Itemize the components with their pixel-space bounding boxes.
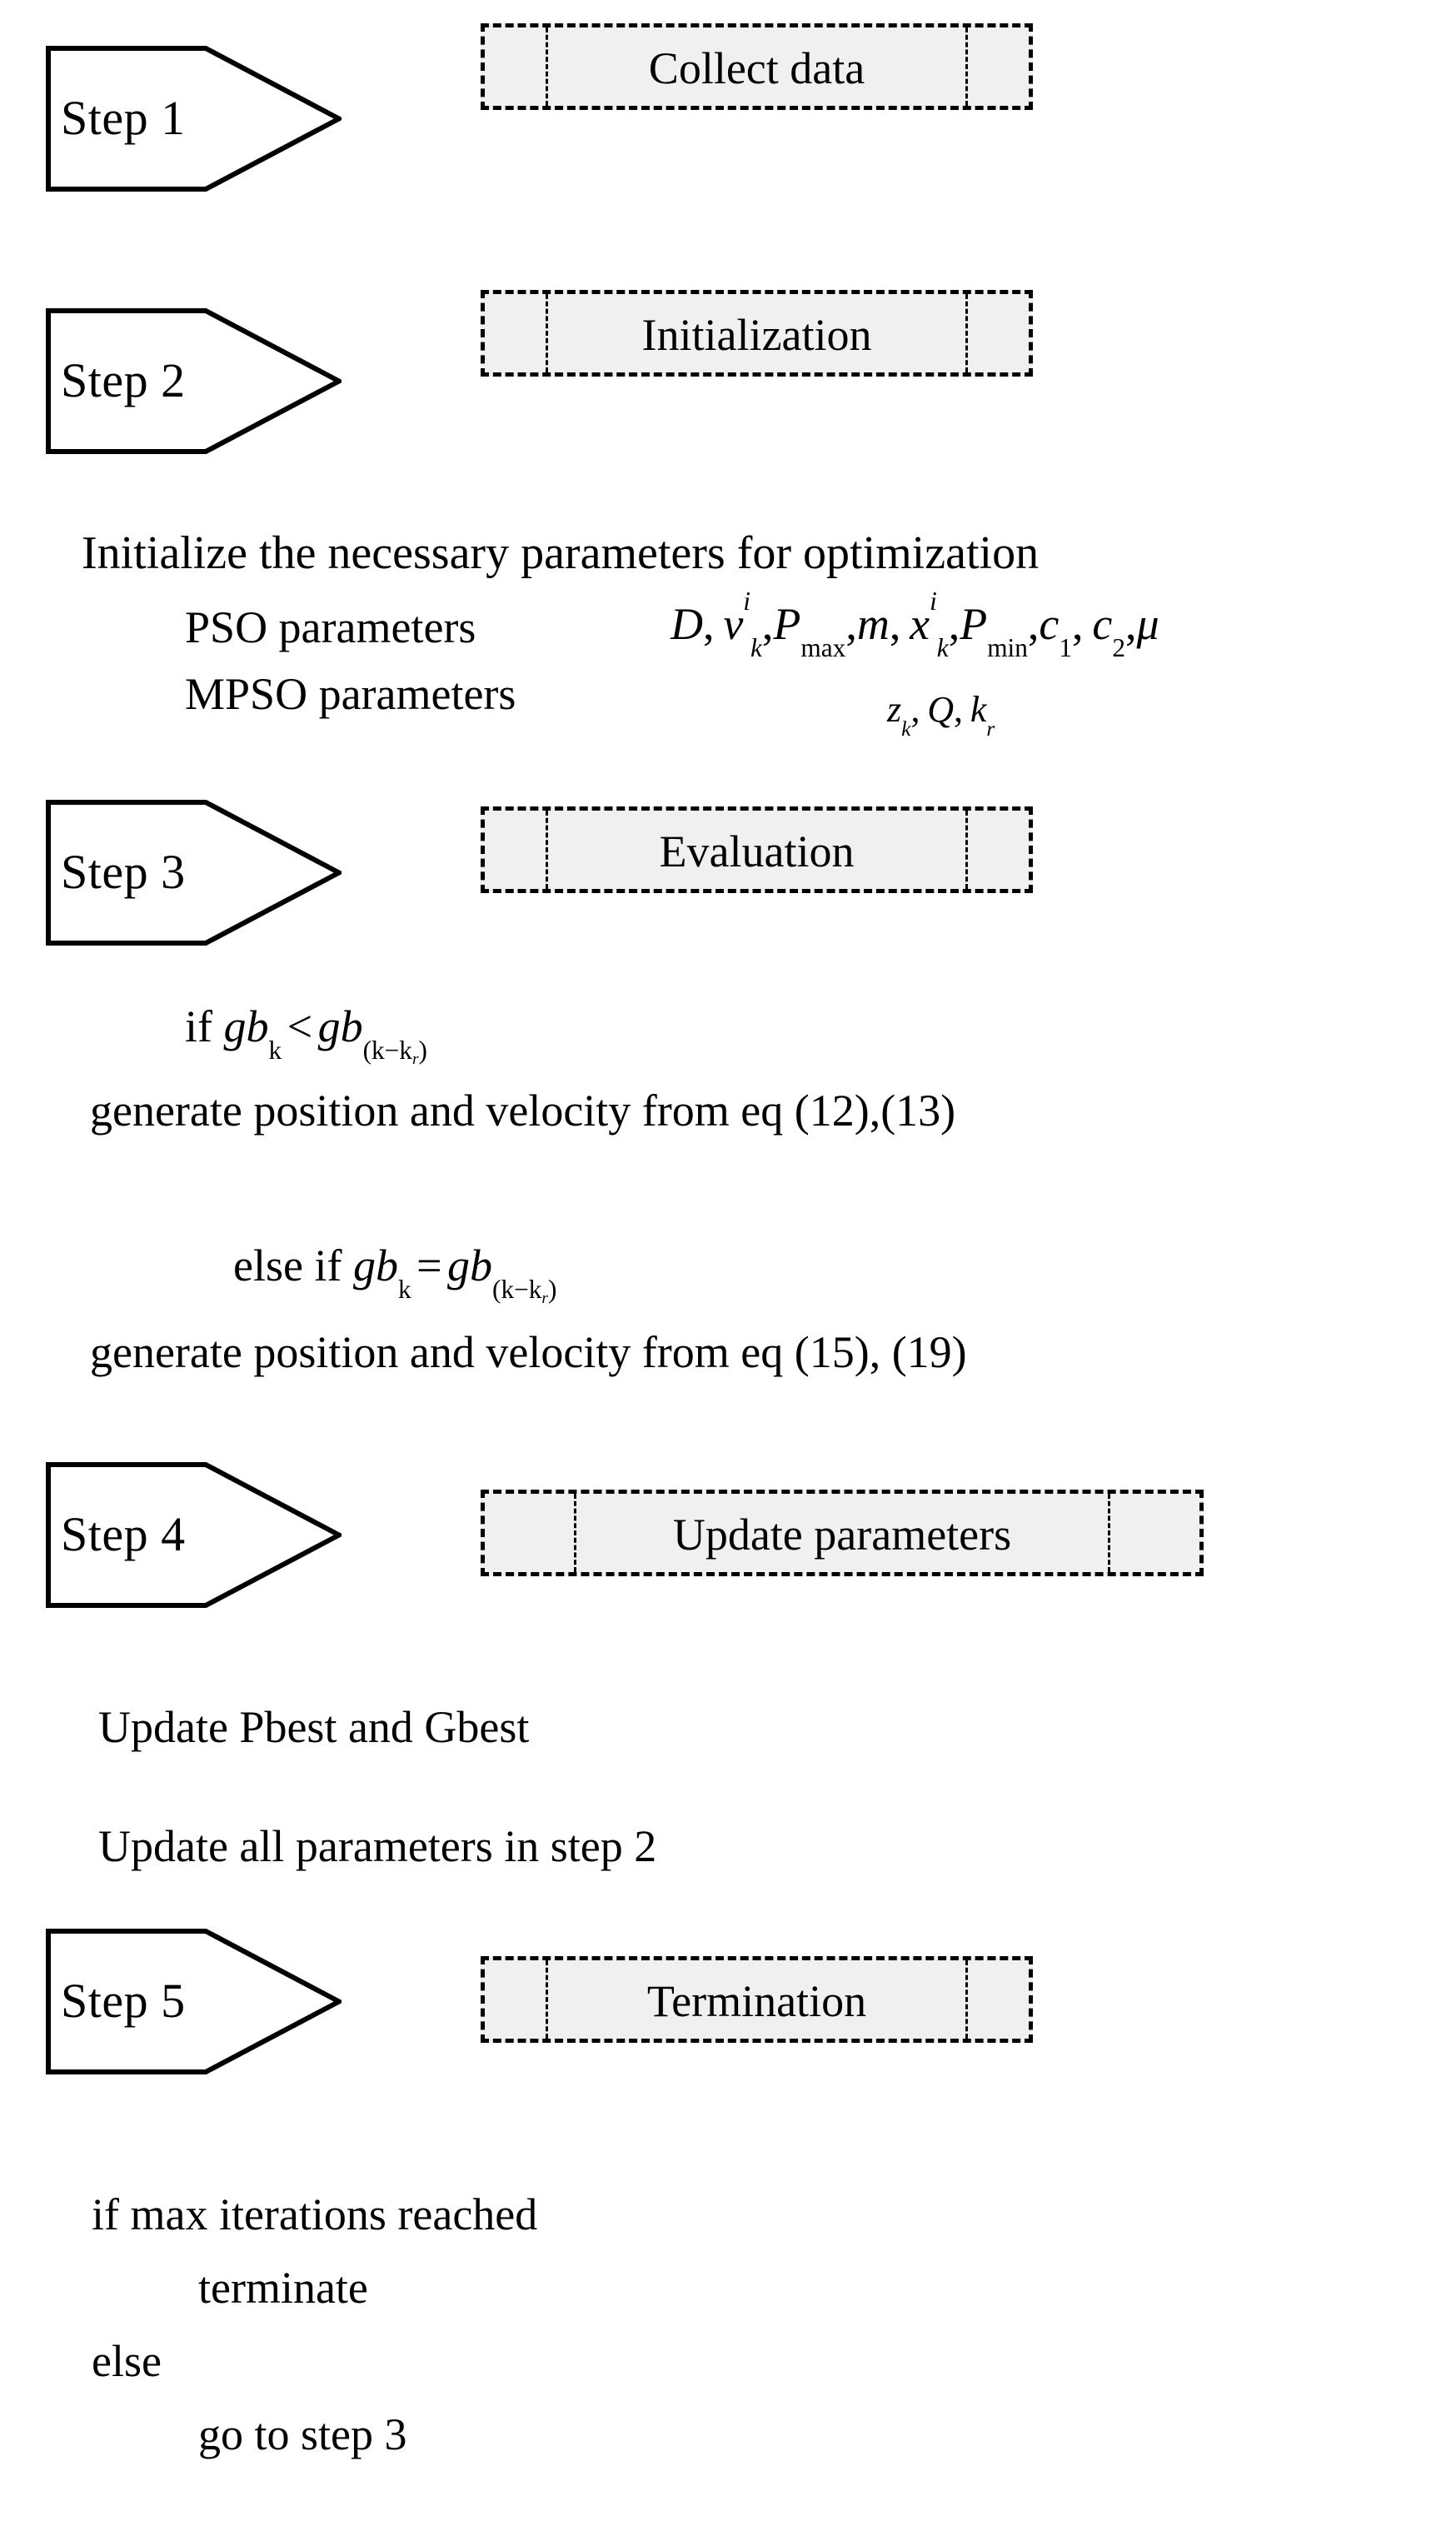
if-keyword: if xyxy=(185,1001,224,1051)
step-arrow-label: Step 1 xyxy=(61,90,186,145)
chevron-arrow-icon xyxy=(46,1462,342,1608)
chevron-arrow-icon xyxy=(46,308,342,454)
box-main-cell: Collect data xyxy=(548,27,965,106)
box-left-cell xyxy=(485,27,548,106)
step3-action-1: generate position and velocity from eq (… xyxy=(90,1086,956,1136)
box-right-cell xyxy=(1108,1494,1199,1572)
less-than-operator: < xyxy=(287,1001,313,1051)
step3-action-2: generate position and velocity from eq (… xyxy=(90,1327,967,1377)
step-box-label: Evaluation xyxy=(659,826,855,876)
box-right-cell xyxy=(965,27,1029,106)
step-box-label: Collect data xyxy=(648,43,865,93)
step-arrow-step2: Step 2 xyxy=(46,308,342,454)
step-arrow-label: Step 5 xyxy=(61,1973,186,2028)
step5-line-1: if max iterations reached xyxy=(92,2189,538,2239)
equals-operator: = xyxy=(416,1241,442,1290)
step-arrow-step1: Step 1 xyxy=(46,46,342,192)
step-arrow-label: Step 2 xyxy=(61,352,186,407)
step5-line-4: go to step 3 xyxy=(198,2409,407,2459)
step5-line-3: else xyxy=(92,2336,162,2386)
step-box-step5: Termination xyxy=(481,1956,1033,2043)
step-arrow-label: Step 4 xyxy=(61,1506,186,1561)
step-box-step3: Evaluation xyxy=(481,806,1033,893)
box-left-cell xyxy=(485,811,548,889)
mpso-parameters-label: MPSO parameters xyxy=(185,669,516,719)
step5-line-2: terminate xyxy=(198,2263,368,2313)
box-main-cell: Termination xyxy=(548,1960,965,2039)
step-box-step4: Update parameters xyxy=(481,1490,1204,1576)
else-if-keyword: else if xyxy=(233,1241,353,1290)
box-right-cell xyxy=(965,294,1029,372)
chevron-arrow-icon xyxy=(46,1929,342,2074)
step-arrow-step5: Step 5 xyxy=(46,1929,342,2074)
step-arrow-step4: Step 4 xyxy=(46,1462,342,1608)
step-box-step1: Collect data xyxy=(481,23,1033,110)
box-right-cell xyxy=(965,1960,1029,2039)
step2-intro-line: Initialize the necessary parameters for … xyxy=(82,527,1040,579)
step-box-label: Update parameters xyxy=(672,1510,1012,1560)
mpso-parameters-math: zk, Q, kr xyxy=(887,689,995,741)
step-box-label: Termination xyxy=(646,1976,867,2026)
box-left-cell xyxy=(485,1494,576,1572)
box-main-cell: Evaluation xyxy=(548,811,965,889)
step4-line-1: Update Pbest and Gbest xyxy=(98,1702,530,1752)
pso-parameters-math: D, vik,Pmax,m, xik,Pmin,c1, c2,μ xyxy=(671,586,1159,663)
step3-condition-1: if gbk<gb(k−kr) xyxy=(185,1001,427,1068)
step3-condition-2: else if gbk=gb(k−kr) xyxy=(233,1241,557,1307)
step-arrow-label: Step 3 xyxy=(61,844,186,899)
chevron-arrow-icon xyxy=(46,800,342,946)
box-left-cell xyxy=(485,1960,548,2039)
chevron-arrow-icon xyxy=(46,46,342,192)
box-main-cell: Update parameters xyxy=(576,1494,1108,1572)
box-right-cell xyxy=(965,811,1029,889)
box-left-cell xyxy=(485,294,548,372)
box-main-cell: Initialization xyxy=(548,294,965,372)
step-arrow-step3: Step 3 xyxy=(46,800,342,946)
step-box-step2: Initialization xyxy=(481,290,1033,377)
step-box-label: Initialization xyxy=(641,310,872,360)
pso-parameters-label: PSO parameters xyxy=(185,602,476,652)
step4-line-2: Update all parameters in step 2 xyxy=(98,1821,657,1871)
